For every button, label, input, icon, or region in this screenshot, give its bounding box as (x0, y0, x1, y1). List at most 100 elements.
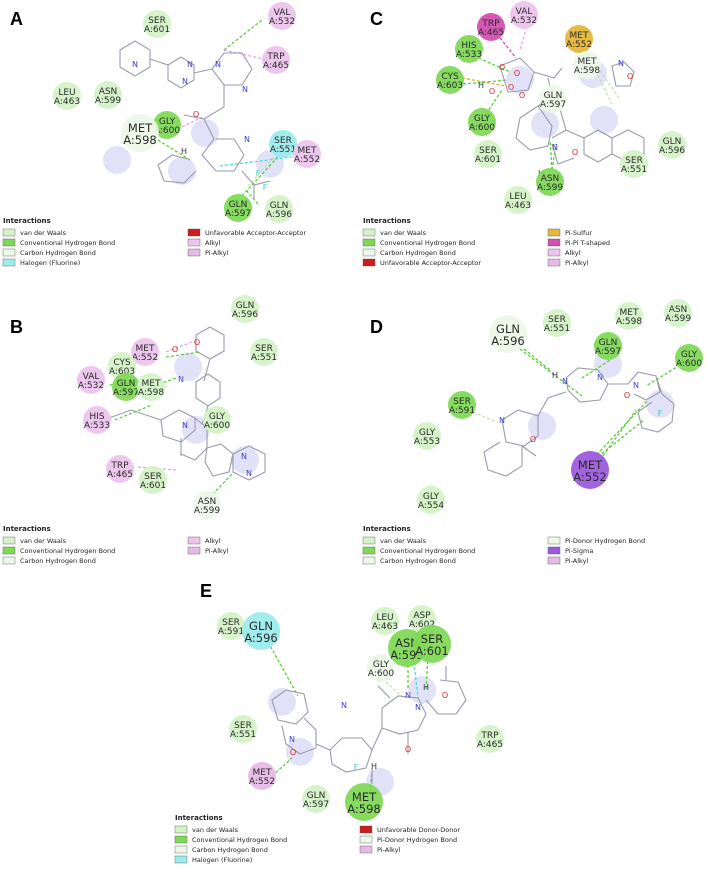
residue-number: A:463 (505, 201, 531, 211)
ring-glow (408, 676, 436, 704)
residue-name: GLN (117, 379, 136, 389)
interaction-line (241, 149, 285, 197)
legend-swatch (2, 536, 16, 545)
interaction-line (245, 189, 259, 205)
atom-label: N (633, 381, 639, 390)
legend-label: Pi-Alkyl (565, 259, 588, 267)
ring-glow (506, 66, 534, 94)
panel-label-c: C (370, 9, 383, 29)
residue-disc (77, 366, 105, 394)
legend-swatch (547, 248, 561, 257)
residue-number: A:552 (566, 40, 592, 50)
residue-disc (217, 612, 245, 640)
legend-swatch (187, 228, 201, 237)
interaction-line (223, 19, 263, 51)
residue-disc (594, 332, 622, 360)
residue-number: A:553 (414, 437, 440, 447)
ligand-structures-layer (108, 40, 675, 784)
residue-disc (106, 455, 134, 483)
panel-a: SERA:601VALA:532TRPA:465LEUA:463ASNA:599… (53, 2, 321, 223)
legend-swatch (2, 258, 16, 267)
interaction-line (165, 341, 193, 353)
residue-name: GLN (236, 301, 255, 311)
legend-swatch (174, 845, 188, 854)
ring-glow (191, 119, 219, 147)
residue-disc (193, 491, 221, 519)
legend-label: Pi-Alkyl (205, 547, 228, 555)
legend-label: Conventional Hydrogen Bond (380, 547, 475, 555)
legend-swatch (362, 238, 376, 247)
residue-number: A:533 (456, 50, 482, 60)
residue-name: GLN (599, 338, 618, 348)
ring-glow (182, 416, 210, 444)
panel-label-b: B (10, 317, 23, 337)
residue-number: A:552 (132, 353, 158, 363)
atom-label: N (241, 452, 247, 461)
residue-name: MET (253, 768, 272, 778)
residue-disc (468, 108, 496, 136)
residue-number: A:551 (544, 324, 570, 334)
legend-swatch (187, 238, 201, 247)
ring-glow (168, 157, 196, 185)
residue-number: A:600 (368, 669, 394, 679)
ring-glow (174, 353, 202, 381)
residue-disc (265, 195, 293, 223)
atom-label: N (289, 735, 295, 744)
residue-disc (53, 82, 81, 110)
atom-label: O (442, 691, 448, 700)
legend-label: Unfavorable Acceptor-Acceptor (380, 259, 481, 267)
residue-name: MET (620, 308, 639, 318)
legend-swatch (187, 248, 201, 257)
interaction-line (462, 79, 509, 85)
residue-disc (474, 140, 502, 168)
residue-name: SER (274, 136, 292, 146)
legend-swatch (547, 258, 561, 267)
residue-name: ASN (395, 636, 419, 650)
legend-label: Carbon Hydrogen Bond (20, 249, 96, 257)
legend-label: Pi-Sulfur (565, 229, 592, 237)
residue-number: A:597 (595, 347, 621, 357)
residue-number: A:463 (372, 622, 398, 632)
legend-label: Alkyl (205, 537, 221, 545)
legend-label: Carbon Hydrogen Bond (380, 557, 456, 565)
residue-disc (293, 140, 321, 168)
legend-title: Interactions (3, 525, 51, 533)
residue-name: GLY (681, 350, 698, 360)
legend-label: Carbon Hydrogen Bond (380, 249, 456, 257)
residue-number: A:596 (266, 210, 292, 220)
residue-number: A:601 (415, 644, 449, 658)
atom-label: N (597, 373, 603, 382)
legend-swatch (362, 248, 376, 257)
residue-number: A:598 (574, 66, 600, 76)
legend-label: Carbon Hydrogen Bond (20, 557, 96, 565)
residue-disc (248, 762, 276, 790)
residue-name: GLN (663, 137, 682, 147)
atom-label: F (263, 183, 268, 192)
residue-disc (543, 309, 571, 337)
residue-name: VAL (83, 372, 100, 382)
panel-label-d: D (370, 317, 383, 337)
atom-label: O (514, 69, 520, 78)
residue-number: A:598 (138, 388, 164, 398)
legend-label: Pi-Alkyl (377, 846, 400, 854)
legend-label: Halogen (Fluorine) (20, 259, 80, 267)
interaction-lines-layer (109, 19, 681, 793)
atom-label: H (181, 147, 187, 156)
